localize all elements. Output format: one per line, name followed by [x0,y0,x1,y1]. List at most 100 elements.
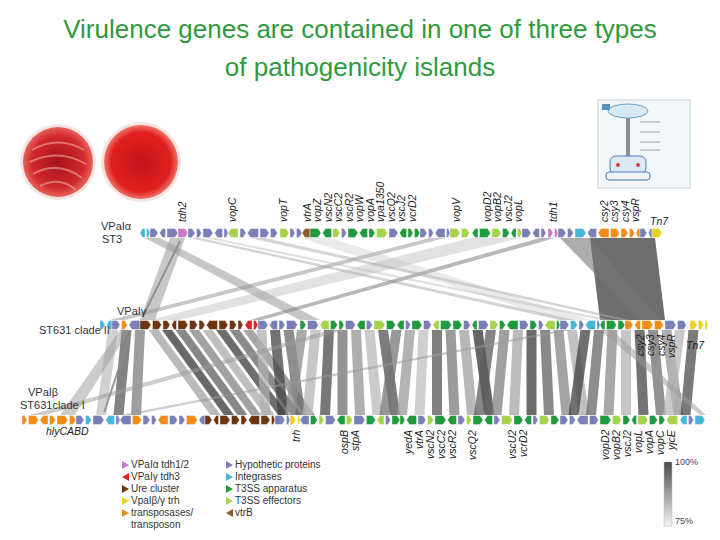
gene-label: csy4 [656,334,667,356]
gene-arrow [625,321,633,330]
gene-arrow [331,321,338,330]
gene-arrow [613,416,622,425]
gene-arrow [621,229,628,238]
legend-text: VpaIβ/γ trh [131,495,180,507]
gene-arrow [214,416,219,425]
gene-arrow [424,321,432,330]
gene-arrow [240,229,246,238]
gene-arrow [323,229,332,238]
gene-arrow [665,321,676,330]
island-label: VPaIγ [117,305,146,318]
gene-label: vopT [278,199,289,222]
gene-arrow [76,416,84,425]
gene-arrow [347,416,353,425]
gene-arrow [588,229,597,238]
gene-arrow [245,321,252,330]
gene-arrow [541,229,546,238]
legend-swatch [226,509,233,517]
gene-arrow [642,321,653,330]
agar-plate [20,124,96,200]
gene-track: VPaIγST631 clade II [100,317,708,333]
gene-label: vopC [227,197,238,222]
gene-arrow [254,321,259,330]
gene-arrow [261,416,270,425]
gene-arrow [473,416,483,425]
gene-label: vscJ2 [396,195,407,222]
gene-arrow [170,416,178,425]
gene-arrow [122,321,128,330]
colony-streak [30,143,86,191]
gene-label: vopA [644,430,655,454]
homology-band [600,330,706,415]
legend-swatch [122,497,129,505]
gene-arrow [215,229,223,238]
gene-arrow [638,416,648,425]
gene-arrow [630,229,635,238]
gene-arrow [577,416,588,425]
gene-arrow [450,229,460,238]
gene-arrow [507,321,518,330]
gene-arrow [699,321,704,330]
gene-arrow [545,321,555,330]
gene-label: vcrD2 [518,430,529,457]
gene-label: vscQ2 [467,430,478,460]
gene-arrow [290,416,296,425]
gene-label: vscN2 [425,430,436,459]
gene-arrow [367,321,373,330]
gene-label: vopW [354,195,365,222]
gene-arrow [50,416,56,425]
gene-arrow [310,229,321,238]
gene-arrow [205,416,212,425]
gene-arrow [557,321,561,330]
gene-arrow [260,229,269,238]
homology-band [527,330,537,415]
gene-label: csy3 [645,334,656,356]
gene-arrow [511,229,516,238]
homology-band [257,330,271,415]
island-label: ST631 clade II [39,324,110,337]
gene-arrow [472,229,478,238]
gene-arrow [479,321,489,330]
gene-arrow [357,321,365,330]
gene-arrow [494,416,500,425]
needle [626,118,630,156]
homology-band [250,238,630,320]
gene-arrow [458,416,465,425]
gene-arrow [207,321,218,330]
gene-arrow [502,416,513,425]
homology-band [216,330,288,415]
homology-band [320,330,334,415]
gene-arrow [348,229,358,238]
homology-link [143,241,181,317]
identity-scale-bar [664,462,672,526]
gene-arrow [86,416,92,425]
gene-arrow [129,321,140,330]
agar-plate [101,122,181,202]
legend-text: T3SS effectors [235,495,301,507]
gene-arrow [558,229,566,238]
gene-arrow [158,416,168,425]
plate-rim [20,124,96,200]
gene-arrow [539,321,544,330]
gene-label: vpa1350 [375,182,386,222]
gene-label: vscN2 [323,193,334,222]
homology-band [110,238,445,320]
gene-arrow [467,416,472,425]
gene-arrow [441,321,452,330]
homology-band [351,330,365,415]
gene-arrow [480,229,491,238]
gene-arrow [346,321,356,330]
gene-arrow [287,321,298,330]
gene-label: hlyCABD [46,426,89,437]
gene-arrow [308,321,319,330]
homology-band [459,330,477,415]
gene-arrow [40,416,48,425]
gene-label: ospB [339,430,350,454]
gene-arrow [377,416,384,425]
homology-band [432,330,442,415]
gene-arrow [408,229,413,238]
homology-band [300,238,590,320]
gene-arrow [199,321,205,330]
gene-label: yedA [403,430,414,454]
gene-label: csy3 [609,200,620,222]
